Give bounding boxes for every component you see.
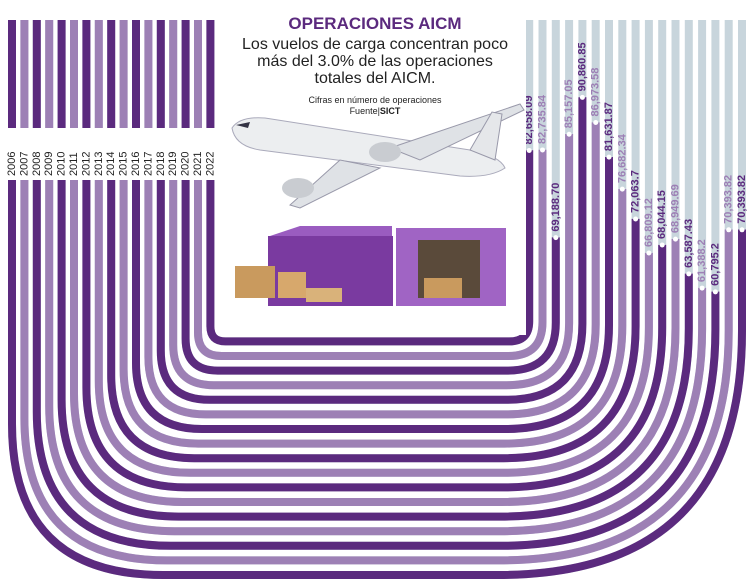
source-value: SICT [379, 106, 401, 116]
year-label-2018: 2018 [155, 152, 167, 176]
value-label-2020: 69,188.70 [550, 183, 562, 232]
bar-2010 [57, 20, 693, 521]
bar-2018 [156, 20, 587, 404]
chart-subtitle: Los vuelos de carga concentran poco más … [242, 36, 508, 87]
year-label-2007: 2007 [18, 152, 30, 176]
end-dot-2007 [726, 227, 732, 233]
end-dot-2009 [699, 285, 705, 291]
year-label-band [0, 128, 225, 180]
bar-2021 [194, 20, 547, 360]
title-block: OPERACIONES AICM Los vuelos de carga con… [235, 14, 515, 117]
bar-2009 [45, 20, 707, 536]
year-label-2022: 2022 [204, 152, 216, 176]
end-dot-2017 [593, 120, 599, 126]
value-label-2007: 70,393.82 [723, 175, 735, 224]
value-label-2022: 82,658.09 [523, 96, 535, 145]
bar-2011 [70, 20, 680, 506]
year-label-2013: 2013 [93, 152, 105, 176]
year-label-2011: 2011 [68, 152, 80, 176]
year-label-2015: 2015 [118, 152, 130, 176]
year-label-2016: 2016 [130, 152, 142, 176]
value-label-2019: 85,157.05 [563, 79, 575, 128]
chart-title: OPERACIONES AICM [288, 14, 462, 33]
value-label-2015: 76,682.34 [616, 133, 628, 183]
end-dot-2020 [553, 235, 559, 241]
bar-2008 [32, 20, 720, 550]
value-label-2018: 90,860.85 [576, 42, 588, 91]
year-label-2021: 2021 [192, 152, 204, 176]
units-note: Cifras en número de operaciones Fuente|S… [235, 95, 515, 117]
value-label-2013: 66,809.12 [643, 198, 655, 247]
year-label-2020: 2020 [180, 152, 192, 176]
end-dot-2018 [579, 94, 585, 100]
end-dot-2016 [606, 154, 612, 160]
bar-2019 [169, 20, 574, 390]
value-label-2011: 68,949.69 [670, 184, 682, 233]
year-label-2017: 2017 [142, 152, 154, 176]
end-dot-2015 [619, 186, 625, 192]
bar-2007 [20, 20, 733, 565]
value-label-2010: 63,587.43 [683, 219, 695, 268]
bar-2013 [94, 20, 653, 477]
year-label-2009: 2009 [43, 152, 55, 176]
bar-2014 [107, 20, 640, 463]
value-label-2021: 82,735.84 [537, 94, 549, 144]
value-label-2009: 61,388.2 [696, 239, 708, 282]
bar-2017 [144, 20, 600, 419]
value-label-2006: 70,393.82 [736, 175, 748, 224]
bar-2015 [119, 20, 627, 448]
end-dot-2006 [739, 227, 745, 233]
end-dot-2019 [566, 131, 572, 137]
value-label-2008: 60,795.2 [709, 243, 721, 286]
year-label-2010: 2010 [56, 152, 68, 176]
year-label-2014: 2014 [105, 152, 117, 176]
value-label-2014: 72,063.7 [630, 170, 642, 213]
value-label-2017: 86,973.58 [590, 68, 602, 117]
end-dot-2012 [659, 242, 665, 248]
bar-2016 [132, 20, 613, 433]
units-text: Cifras en número de operaciones [308, 95, 442, 105]
end-dot-2013 [646, 250, 652, 256]
bar-2020 [181, 20, 560, 375]
end-dot-2011 [673, 236, 678, 242]
bar-2012 [82, 20, 667, 492]
source-label: Fuente| [349, 106, 380, 116]
value-label-2012: 68,044.15 [656, 190, 668, 239]
year-label-2012: 2012 [80, 152, 92, 176]
year-label-2008: 2008 [31, 152, 43, 176]
end-dot-2008 [712, 289, 718, 295]
end-dot-2010 [686, 271, 692, 277]
end-dot-2022 [526, 147, 532, 153]
year-label-2006: 2006 [6, 152, 18, 176]
year-label-2019: 2019 [167, 152, 179, 176]
value-label-2016: 81,631.87 [603, 102, 615, 151]
end-dot-2014 [633, 216, 639, 222]
bar-2022 [206, 20, 534, 346]
end-dot-2021 [540, 147, 545, 153]
bar-2006 [8, 20, 746, 579]
